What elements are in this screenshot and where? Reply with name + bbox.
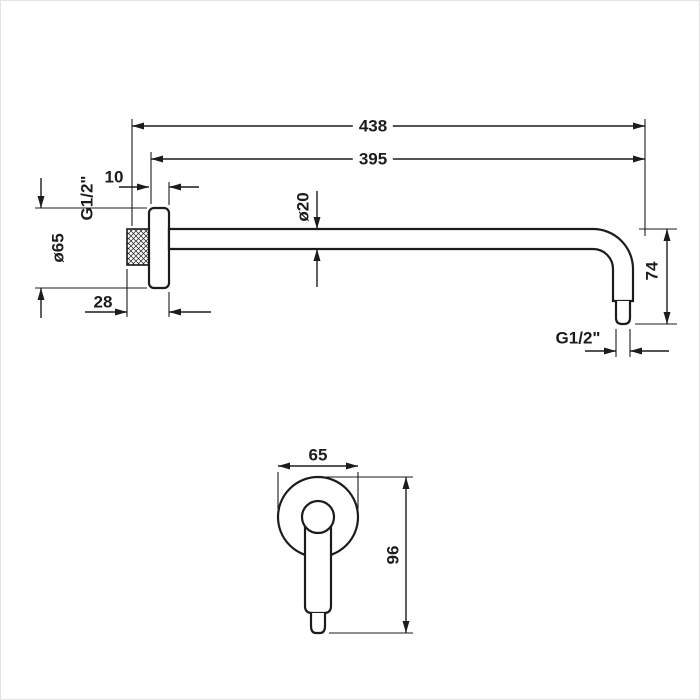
dim-438 [131,119,646,236]
wall-thread-knurl [126,228,150,266]
dim-10-label: 10 [104,167,124,187]
dim-10 [119,182,199,205]
flange-side [147,206,171,290]
wall-thread-label: G1/2" [77,175,97,221]
dim-74-label: 74 [643,255,662,287]
dim-28 [85,269,211,317]
side-view [126,206,635,326]
dim-74 [635,228,677,325]
outlet-thread-label: G1/2" [555,328,601,348]
dim-96 [326,476,413,634]
dim-dia20-label: ø20 [293,192,313,222]
dim-65-label: 65 [308,445,328,465]
arm-front-tip [309,613,327,635]
flange-front-inner [300,499,336,535]
dim-438-label: 438 [352,117,394,135]
dim-65 [277,462,359,509]
dim-395-label: 395 [352,150,394,168]
dim-dia65-label: ø65 [48,233,68,263]
dim-outlet-thread [585,329,669,357]
outlet-nozzle [614,301,632,326]
dim-28-label: 28 [93,292,113,312]
side-view-dimensions [35,119,677,357]
dim-dia20 [313,191,321,287]
shower-arm-tube [167,227,635,303]
dim-dia65 [35,178,147,318]
dim-96-label: 96 [383,545,403,565]
dim-395 [150,152,645,204]
front-view [276,475,360,635]
front-view-dimensions [277,462,413,634]
